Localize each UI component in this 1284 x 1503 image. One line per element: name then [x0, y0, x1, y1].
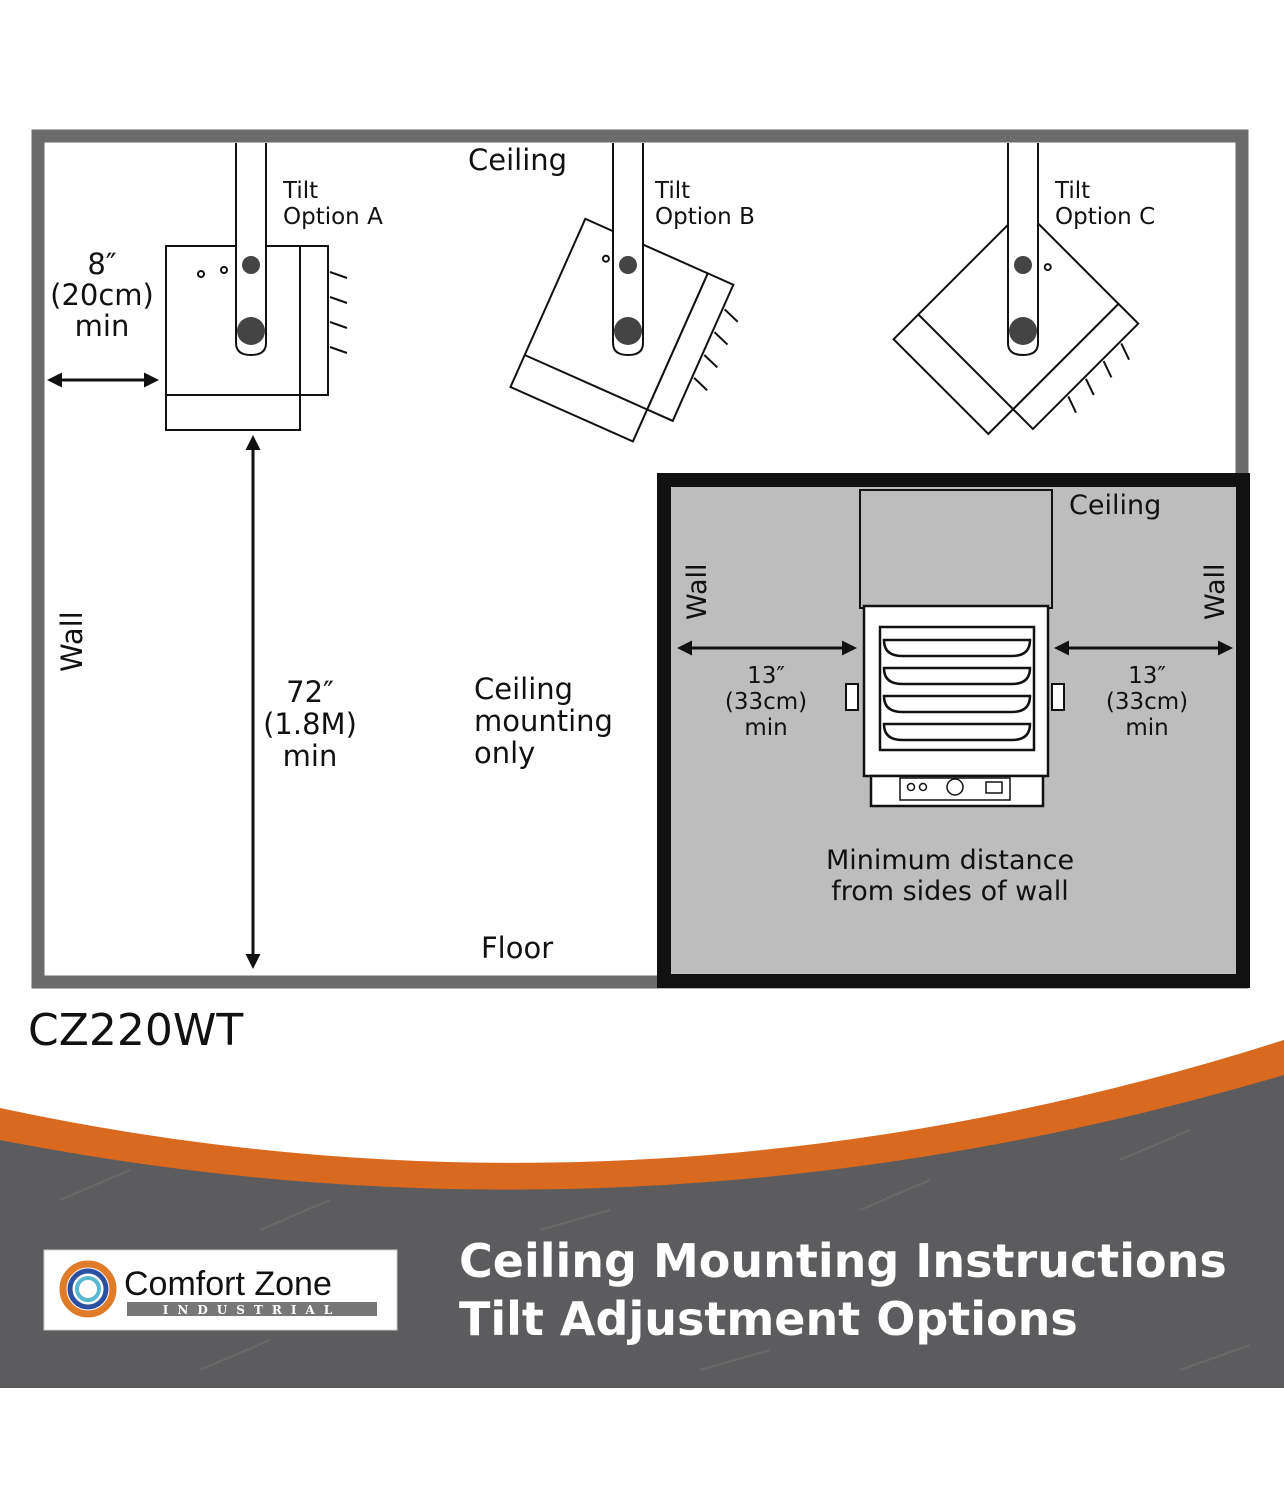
wall-label: Wall [55, 611, 89, 672]
left-clearance-3: min [744, 715, 787, 741]
inset-wall-left: Wall [682, 563, 713, 620]
ceiling-label: Ceiling [468, 143, 567, 177]
note-line-2: mounting [474, 704, 613, 738]
tilt-c-label-2: Option C [1055, 204, 1155, 230]
wall-clearance-2: (20cm) [50, 278, 154, 312]
logo-sub: INDUSTRIAL [163, 1303, 341, 1317]
banner-title-2: Tilt Adjustment Options [459, 1292, 1078, 1346]
tilt-b-label-1: Tilt [654, 178, 690, 204]
inset-wall-right: Wall [1200, 563, 1231, 620]
floor-label: Floor [481, 931, 553, 965]
right-clearance-3: min [1125, 715, 1168, 741]
floor-clearance-3: min [283, 739, 338, 773]
left-clearance-1: 13″ [747, 663, 785, 689]
side-clearance-inset [657, 473, 1250, 988]
logo-name: Comfort Zone [124, 1265, 332, 1303]
right-clearance-1: 13″ [1128, 663, 1166, 689]
tilt-a-label-2: Option A [283, 204, 383, 230]
tilt-b-label-2: Option B [655, 204, 755, 230]
tilt-c-label-1: Tilt [1054, 178, 1090, 204]
inset-caption-1: Minimum distance [826, 845, 1074, 876]
floor-clearance-2: (1.8M) [263, 707, 357, 741]
left-clearance-2: (33cm) [725, 689, 807, 715]
model-number: CZ220WT [28, 1005, 243, 1056]
right-clearance-2: (33cm) [1106, 689, 1188, 715]
tilt-a-label-1: Tilt [282, 178, 318, 204]
wall-clearance-3: min [75, 309, 130, 343]
wall-clearance-1: 8″ [87, 247, 116, 281]
inset-ceiling-label: Ceiling [1069, 490, 1161, 521]
banner-title-1: Ceiling Mounting Instructions [459, 1234, 1227, 1288]
note-line-3: only [474, 736, 535, 770]
note-line-1: Ceiling [474, 672, 573, 706]
floor-clearance-1: 72″ [286, 675, 334, 709]
comfort-zone-logo: Comfort Zone INDUSTRIAL [43, 1249, 398, 1331]
inset-caption-2: from sides of wall [831, 876, 1069, 907]
